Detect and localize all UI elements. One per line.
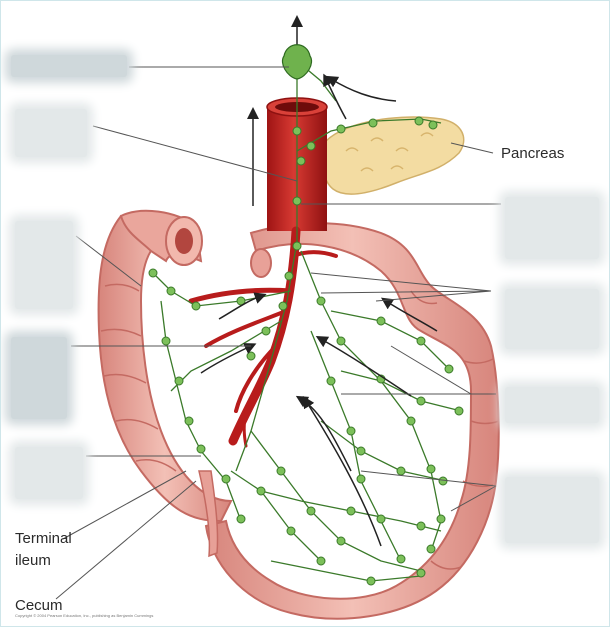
hidden-label-3 — [15, 221, 73, 309]
hidden-label-8 — [505, 387, 599, 423]
hidden-label-1 — [11, 55, 127, 77]
terminal-ileum-label-line2: ileum — [15, 550, 51, 571]
pancreas-label: Pancreas — [501, 143, 564, 164]
hidden-label-4 — [11, 337, 67, 419]
large-intestine — [99, 211, 499, 619]
hidden-label-7 — [505, 289, 599, 349]
hidden-label-2 — [15, 109, 87, 157]
hidden-label-5 — [15, 447, 83, 499]
cisterna-node — [282, 21, 311, 79]
copyright-credit: Copyright © 2004 Pearson Education, Inc.… — [15, 613, 153, 618]
hidden-label-6 — [505, 197, 599, 259]
hidden-label-9 — [505, 477, 599, 543]
terminal-ileum-label-line1: Terminal — [15, 528, 72, 549]
